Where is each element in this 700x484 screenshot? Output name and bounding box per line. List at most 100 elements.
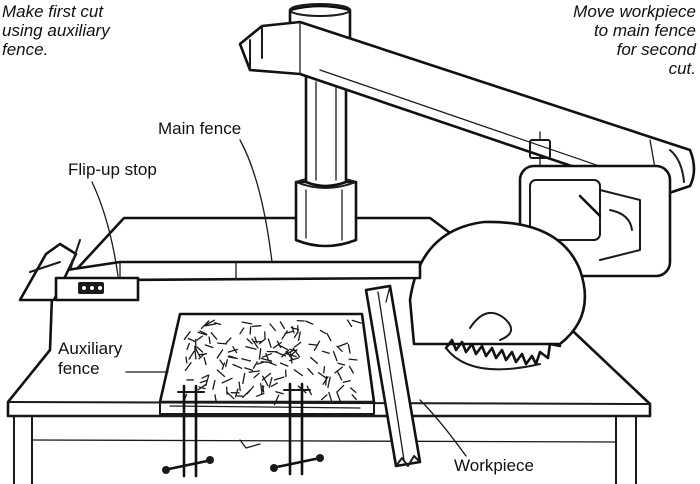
texture-stroke — [200, 320, 210, 330]
texture-stroke — [326, 332, 332, 342]
texture-stroke — [260, 361, 272, 363]
texture-stroke — [265, 352, 269, 361]
texture-stroke — [347, 344, 351, 354]
texture-stroke — [261, 385, 265, 393]
texture-stroke — [197, 331, 208, 336]
texture-stroke — [293, 331, 299, 339]
workpiece-label: Workpiece — [454, 456, 534, 475]
texture-stroke — [187, 337, 197, 343]
texture-stroke — [290, 326, 300, 331]
texture-stroke — [201, 374, 209, 379]
texture-stroke — [267, 338, 272, 348]
texture-stroke — [336, 391, 342, 403]
texture-stroke — [241, 321, 253, 325]
auxiliary-fence-label: Auxiliary fence — [58, 339, 122, 379]
texture-stroke — [251, 338, 259, 349]
texture-stroke — [287, 349, 295, 354]
texture-stroke — [216, 349, 224, 359]
texture-stroke — [321, 394, 328, 401]
texture-stroke — [251, 325, 262, 328]
texture-stroke — [261, 372, 272, 381]
texture-stroke — [327, 376, 331, 389]
note-line: using auxiliary — [2, 21, 110, 40]
texture-stroke — [199, 379, 208, 384]
texture-stroke — [232, 363, 243, 369]
main-fence-label: Main fence — [158, 119, 242, 138]
texture-stroke — [196, 346, 204, 353]
texture-stroke — [214, 322, 222, 326]
texture-stroke — [332, 350, 338, 362]
texture-stroke — [279, 321, 286, 330]
texture-stroke — [219, 359, 225, 366]
texture-stroke — [184, 362, 192, 372]
instruction-note-second-cut: Move workpiece to main fence for second … — [573, 2, 696, 78]
texture-stroke — [346, 319, 353, 328]
note-line: for second — [616, 40, 696, 59]
texture-stroke — [253, 372, 260, 379]
texture-stroke — [245, 345, 257, 350]
texture-stroke — [210, 332, 218, 340]
texture-stroke — [227, 348, 238, 353]
texture-stroke — [196, 335, 204, 341]
texture-stroke — [349, 387, 357, 394]
texture-stroke — [258, 348, 262, 360]
texture-stroke — [293, 341, 302, 348]
texture-stroke — [334, 366, 344, 374]
flip-up-stop — [18, 239, 140, 302]
texture-stroke — [338, 342, 349, 348]
leader-lines — [91, 139, 467, 457]
texture-stroke — [203, 357, 207, 366]
texture-stroke — [336, 384, 345, 393]
texture-stroke — [348, 365, 354, 374]
texture-stroke — [313, 340, 321, 352]
texture-stroke — [216, 369, 226, 378]
texture-stroke — [212, 379, 216, 390]
texture-stroke — [241, 358, 252, 362]
texture-stroke — [273, 376, 285, 381]
texture-stroke — [208, 336, 211, 345]
texture-stroke — [322, 376, 329, 385]
texture-stroke — [225, 386, 228, 395]
texture-stroke — [197, 383, 207, 391]
texture-stroke — [317, 372, 328, 380]
texture-stroke — [185, 356, 188, 364]
texture-stroke — [246, 385, 255, 395]
texture-stroke — [260, 357, 273, 362]
texture-stroke — [225, 337, 232, 344]
texture-stroke — [199, 330, 208, 335]
texture-stroke — [293, 369, 304, 377]
texture-stroke — [309, 356, 319, 365]
texture-stroke — [328, 391, 333, 402]
texture-stroke — [319, 329, 327, 335]
workpiece — [364, 284, 422, 468]
note-line: to main fence — [593, 21, 696, 40]
note-line: fence. — [2, 40, 49, 59]
texture-stroke — [336, 370, 343, 381]
clamp-left — [162, 384, 214, 478]
texture-stroke — [262, 375, 269, 387]
instruction-note-first-cut: Make first cut using auxiliary fence. — [2, 2, 110, 59]
texture-stroke — [292, 347, 301, 358]
texture-stroke — [272, 341, 283, 349]
texture-stroke — [242, 372, 246, 385]
texture-stroke — [351, 394, 357, 401]
texture-stroke — [348, 358, 358, 361]
texture-stroke — [275, 391, 284, 395]
note-line: Make first cut — [2, 2, 104, 21]
texture-stroke — [308, 343, 319, 346]
flip-up-stop-label: Flip-up stop — [68, 160, 157, 179]
texture-stroke — [281, 330, 288, 340]
texture-stroke — [186, 342, 190, 351]
texture-stroke — [221, 377, 233, 384]
texture-stroke — [342, 380, 351, 383]
auxiliary-fence — [158, 312, 376, 415]
texture-stroke — [279, 362, 289, 367]
texture-stroke — [275, 351, 287, 357]
texture-stroke — [214, 394, 217, 403]
texture-stroke — [289, 352, 293, 364]
texture-stroke — [269, 323, 277, 332]
flip-up-stop-leader — [91, 181, 119, 277]
texture-stroke — [268, 361, 277, 366]
